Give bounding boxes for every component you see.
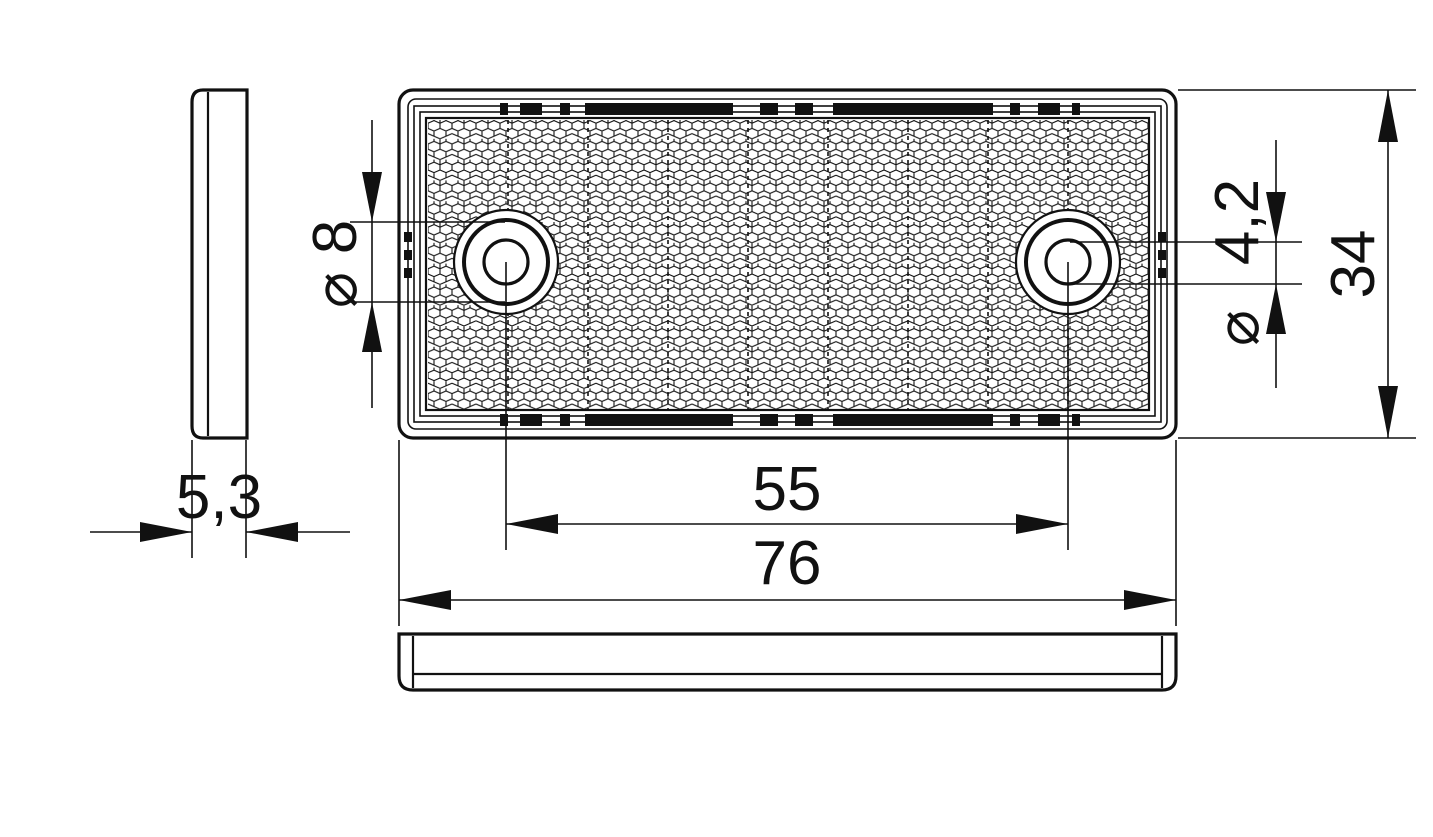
hole-spacing-label: 55 xyxy=(753,455,822,524)
outer-diameter-dimension: 8 ⌀ xyxy=(301,120,505,408)
inner-diameter-dimension: 4,2 ⌀ xyxy=(1070,140,1302,388)
diameter-symbol-icon: ⌀ xyxy=(301,272,371,308)
height-label: 34 xyxy=(1319,230,1388,299)
side-view xyxy=(190,88,249,440)
side-ticks xyxy=(404,232,1166,278)
front-view xyxy=(397,88,1178,440)
diameter-symbol-icon: ⌀ xyxy=(1203,310,1273,346)
length-dimension: 76 xyxy=(398,440,1177,626)
length-label: 76 xyxy=(753,529,822,598)
outer-diameter-label: 8 xyxy=(301,220,370,254)
height-dimension: 34 xyxy=(1178,89,1416,439)
reflector-frame-bottom xyxy=(500,414,1080,426)
reflector-frame-top xyxy=(500,103,1080,115)
bottom-view xyxy=(397,632,1178,692)
hole-spacing-dimension: 55 xyxy=(505,262,1069,550)
inner-diameter-label: 4,2 xyxy=(1203,179,1272,265)
thickness-label: 5,3 xyxy=(176,463,262,532)
thickness-dimension: 5,3 xyxy=(90,440,350,558)
